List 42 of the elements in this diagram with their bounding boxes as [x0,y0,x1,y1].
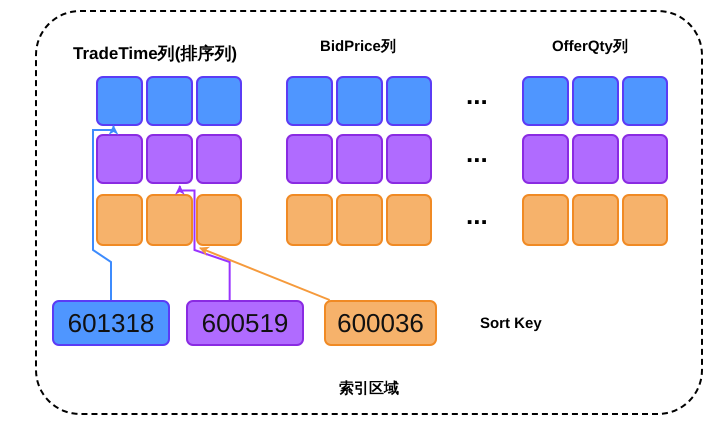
sort-key-box: 601318 [52,300,170,346]
arrow [199,246,330,301]
data-cell [336,194,383,246]
data-cell [146,194,193,246]
data-cell [622,194,668,246]
ellipsis: ... [466,200,488,231]
data-cell [522,194,569,246]
dashed-region [35,10,703,415]
sort-key-label: Sort Key [480,315,542,332]
data-cell [572,76,619,126]
sort-key-box: 600519 [186,300,304,346]
region-title: 索引区域 [338,379,400,398]
ellipsis: ... [466,138,488,169]
arrow [174,185,231,300]
data-cell [146,76,193,126]
column-heading: OfferQty列 [552,37,628,56]
data-cell [196,194,242,246]
data-cell [336,76,383,126]
ellipsis: ... [466,80,488,111]
data-cell [386,134,432,184]
data-cell [196,76,242,126]
data-cell [146,134,193,184]
data-cell [196,134,242,184]
column-heading: TradeTime列(排序列) [73,43,238,65]
data-cell [572,134,619,184]
data-cell [96,134,143,184]
data-cell [336,134,383,184]
data-cell [572,194,619,246]
data-cell [96,194,143,246]
data-cell [386,194,432,246]
sort-key-box: 600036 [324,300,437,346]
column-heading: BidPrice列 [320,37,396,56]
data-cell [96,76,143,126]
data-cell [286,134,333,184]
data-cell [286,194,333,246]
data-cell [622,134,668,184]
data-cell [386,76,432,126]
data-cell [622,76,668,126]
data-cell [522,76,569,126]
data-cell [286,76,333,126]
arrow [92,125,118,300]
data-cell [522,134,569,184]
